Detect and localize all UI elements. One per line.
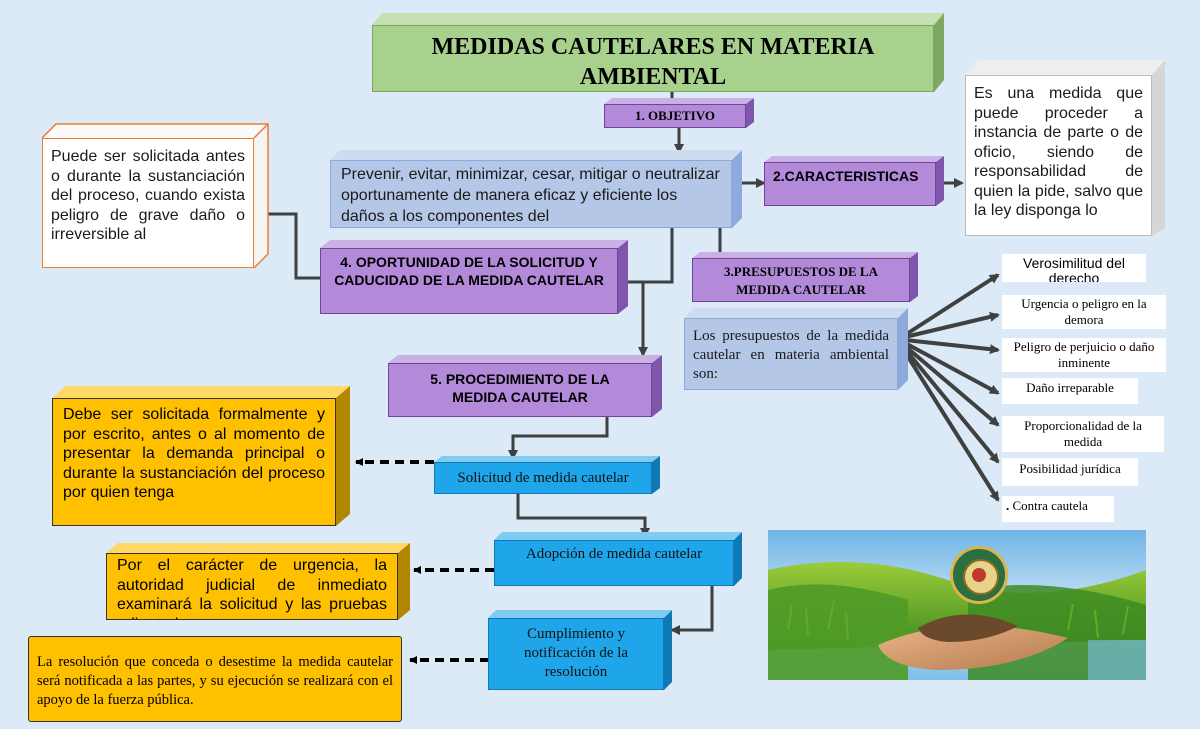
objetivo-label: 1. OBJETIVO bbox=[604, 104, 746, 128]
presupuesto-item-1-text: Verosimilitud del derecho bbox=[1023, 255, 1125, 283]
presupuesto-item-4-text: Daño irreparable bbox=[1026, 380, 1114, 395]
hands-earth-grass-photo bbox=[768, 530, 1146, 680]
step-adopcion-detail: Por el carácter de urgencia, la autorida… bbox=[106, 553, 398, 620]
oportunidad-definition-text: Puede ser solicitada antes o durante la … bbox=[51, 148, 245, 243]
presupuesto-item-3-text: Peligro de perjuicio o daño inminente bbox=[1013, 339, 1155, 370]
step-adopcion: Adopción de medida cautelar bbox=[494, 540, 734, 586]
caracteristicas-definition-text: Es una medida que puede proceder a insta… bbox=[974, 85, 1143, 219]
step-adopcion-text: Adopción de medida cautelar bbox=[525, 546, 703, 562]
step-solicitud-detail: Debe ser solicitada formalmente y por es… bbox=[52, 398, 336, 526]
oportunidad-label: 4. OPORTUNIDAD DE LA SOLICITUD Y CADUCID… bbox=[320, 248, 618, 314]
step-cumplimiento: Cumplimiento y notificación de la resolu… bbox=[488, 618, 664, 690]
objetivo-text-box: Prevenir, evitar, minimizar, cesar, miti… bbox=[330, 160, 732, 228]
fan-arrow-5 bbox=[903, 344, 1000, 427]
fan-arrow-4 bbox=[904, 341, 1000, 395]
presupuesto-item-3: Peligro de perjuicio o daño inminente bbox=[1002, 338, 1166, 372]
procedimiento-label-text: 5. PROCEDIMIENTO DE LA MEDIDA CAUTELAR bbox=[430, 371, 610, 405]
step-cumplimiento-detail: La resolución que conceda o desestime la… bbox=[28, 636, 402, 722]
presupuesto-item-7-text: Contra cautela bbox=[1012, 498, 1088, 513]
connector-adopcion-cumplimiento bbox=[670, 584, 714, 635]
step-solicitud-detail-text: Debe ser solicitada formalmente y por es… bbox=[63, 406, 325, 501]
procedimiento-label: 5. PROCEDIMIENTO DE LA MEDIDA CAUTELAR bbox=[388, 363, 652, 417]
presupuesto-item-5-text: Proporcionalidad de la medida bbox=[1024, 418, 1142, 449]
presupuesto-item-2: Urgencia o peligro en la demora bbox=[1002, 295, 1166, 329]
fan-arrow-6 bbox=[903, 347, 1000, 464]
presupuesto-item-7-bullet: . bbox=[1006, 498, 1010, 513]
presupuestos-text: Los presupuestos de la medida cautelar e… bbox=[693, 328, 889, 382]
caracteristicas-definition-box: Es una medida que puede proceder a insta… bbox=[965, 75, 1152, 236]
presupuesto-item-2-text: Urgencia o peligro en la demora bbox=[1021, 296, 1147, 327]
fan-arrow-1 bbox=[903, 273, 1000, 337]
fan-arrow-7 bbox=[903, 350, 1000, 502]
presupuestos-label: 3.PRESUPUESTOS DE LA MEDIDA CAUTELAR bbox=[692, 258, 910, 302]
diagram-title: MEDIDAS CAUTELARES EN MATERIA AMBIENTAL bbox=[372, 25, 934, 92]
presupuesto-item-5: Proporcionalidad de la medida bbox=[1002, 416, 1164, 452]
fan-arrow-2 bbox=[904, 311, 1000, 339]
connector-procedimiento-solicitud bbox=[508, 416, 609, 460]
oportunidad-definition-box: Puede ser solicitada antes o durante la … bbox=[42, 138, 254, 268]
connector-oportunidad-definition bbox=[254, 209, 322, 280]
presupuestos-text-box: Los presupuestos de la medida cautelar e… bbox=[684, 318, 898, 390]
presupuestos-label-text: 3.PRESUPUESTOS DE LA MEDIDA CAUTELAR bbox=[724, 264, 878, 297]
photo-illustration bbox=[768, 530, 1146, 680]
oportunidad-label-text: 4. OPORTUNIDAD DE LA SOLICITUD Y CADUCID… bbox=[334, 254, 604, 288]
presupuesto-item-4: Daño irreparable bbox=[1002, 378, 1138, 404]
objetivo-text: Prevenir, evitar, minimizar, cesar, miti… bbox=[341, 166, 720, 225]
objetivo-label-text: 1. OBJETIVO bbox=[635, 108, 715, 123]
step-solicitud-text: Solicitud de medida cautelar bbox=[457, 470, 629, 486]
step-cumplimiento-text: Cumplimiento y notificación de la resolu… bbox=[523, 626, 629, 680]
caracteristicas-label: 2.CARACTERISTICAS bbox=[764, 162, 936, 206]
presupuesto-item-7: . Contra cautela bbox=[1002, 496, 1114, 522]
diagram-title-text: MEDIDAS CAUTELARES EN MATERIA AMBIENTAL bbox=[431, 34, 875, 90]
presupuesto-item-1: Verosimilitud del derecho bbox=[1002, 254, 1146, 282]
connector-solicitud-adopcion bbox=[516, 494, 650, 538]
connector-text-oportunidad bbox=[616, 228, 674, 287]
bolivia-seal-icon bbox=[950, 546, 1008, 604]
caracteristicas-label-text: 2.CARACTERISTICAS bbox=[773, 168, 919, 184]
presupuesto-item-6: Posibilidad jurídica bbox=[1002, 458, 1138, 486]
step-cumplimiento-detail-text: La resolución que conceda o desestime la… bbox=[37, 654, 393, 708]
step-solicitud: Solicitud de medida cautelar bbox=[434, 462, 652, 494]
step-adopcion-detail-text: Por el carácter de urgencia, la autorida… bbox=[117, 557, 387, 619]
presupuesto-item-6-text: Posibilidad jurídica bbox=[1019, 461, 1121, 476]
fan-arrow-3 bbox=[904, 338, 1000, 355]
